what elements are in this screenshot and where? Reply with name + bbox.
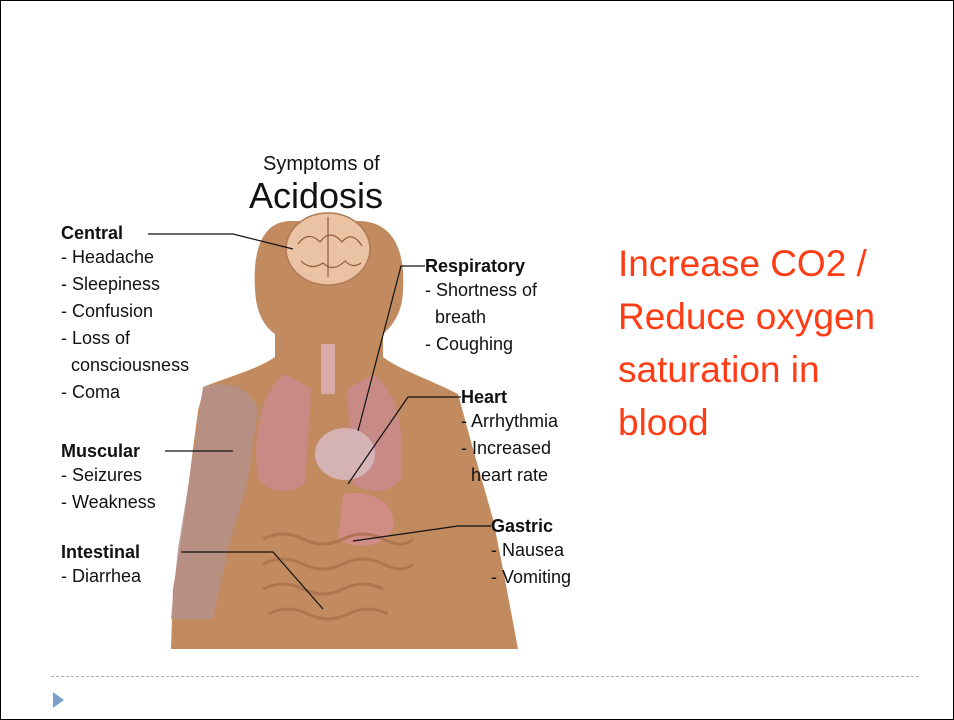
group-intestinal: Intestinal - Diarrhea [61, 542, 141, 590]
group-heading-respiratory: Respiratory [425, 256, 537, 277]
group-respiratory: Respiratory - Shortness of breath - Coug… [425, 256, 537, 358]
triangle-bullet-icon [53, 692, 64, 708]
list-item: - Shortness of [425, 277, 537, 304]
group-heading-muscular: Muscular [61, 441, 156, 462]
group-muscular: Muscular - Seizures - Weakness [61, 441, 156, 516]
list-item: - Seizures [61, 462, 156, 489]
list-item: - Coughing [425, 331, 537, 358]
trachea [321, 344, 335, 394]
list-item: breath [425, 304, 537, 331]
side-note: Increase CO2 / Reduce oxygen saturation … [618, 237, 938, 449]
acidosis-figure: Symptoms of Acidosis Central - Headache … [53, 149, 583, 649]
list-item: - Arrhythmia [461, 408, 558, 435]
side-note-line: Reduce oxygen [618, 290, 938, 343]
group-heading-heart: Heart [461, 387, 558, 408]
list-item: - Headache [61, 244, 189, 271]
list-item: - Increased [461, 435, 558, 462]
list-item: - Sleepiness [61, 271, 189, 298]
list-item: - Weakness [61, 489, 156, 516]
heart-organ [315, 428, 375, 480]
group-central: Central - Headache - Sleepiness - Confus… [61, 223, 189, 406]
list-item: - Vomiting [491, 564, 571, 591]
group-heading-central: Central [61, 223, 189, 244]
list-item: - Loss of [61, 325, 189, 352]
figure-title-big: Acidosis [249, 175, 383, 217]
list-item: - Diarrhea [61, 563, 141, 590]
group-heart: Heart - Arrhythmia - Increased heart rat… [461, 387, 558, 489]
side-note-line: Increase CO2 / [618, 237, 938, 290]
group-heading-intestinal: Intestinal [61, 542, 141, 563]
list-item: consciousness [61, 352, 189, 379]
footer-divider [51, 676, 919, 677]
list-item: - Nausea [491, 537, 571, 564]
side-note-line: saturation in [618, 343, 938, 396]
list-item: heart rate [461, 462, 558, 489]
side-note-line: blood [618, 396, 938, 449]
group-gastric: Gastric - Nausea - Vomiting [491, 516, 571, 591]
group-heading-gastric: Gastric [491, 516, 571, 537]
list-item: - Coma [61, 379, 189, 406]
figure-title-small: Symptoms of [263, 153, 380, 176]
list-item: - Confusion [61, 298, 189, 325]
